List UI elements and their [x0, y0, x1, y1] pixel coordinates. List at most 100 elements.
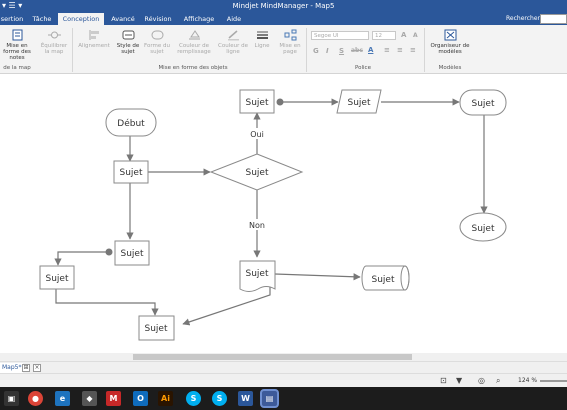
fill-color-icon — [188, 30, 200, 40]
node-sujet-cylinder[interactable]: Sujet — [361, 265, 410, 291]
alignment-label: Alignement — [78, 43, 110, 49]
bold-button[interactable]: G — [313, 47, 319, 55]
node-decision[interactable]: Sujet — [209, 153, 304, 191]
non-label-bg — [245, 219, 269, 230]
template-organizer-icon — [444, 29, 456, 41]
taskbar: ▣ ● e ◆ M O Ai S S W ▤ — [0, 387, 567, 410]
non-label: Non — [249, 221, 265, 230]
line-button[interactable]: Ligne — [251, 29, 273, 49]
zoom-slider[interactable] — [540, 380, 567, 382]
topic-shape-label: Forme du sujet — [144, 43, 170, 55]
tab-avance[interactable]: Avancé — [111, 15, 135, 23]
filter-icon[interactable]: ▼ — [456, 376, 463, 385]
layout-button[interactable]: Mise en page — [277, 29, 303, 55]
node-sujet-left[interactable]: Sujet — [39, 265, 75, 290]
new-sheet-icon[interactable]: ⊞ — [22, 364, 30, 372]
notes-format-button[interactable]: Mise en forme des notes — [0, 29, 34, 61]
outlook-icon[interactable]: O — [133, 391, 148, 406]
search-label: Rechercher — [506, 15, 540, 22]
strikethrough-button[interactable]: abc — [351, 47, 363, 54]
group-label-objects: Mise en forme des objets — [158, 65, 228, 71]
close-sheet-icon[interactable]: × — [33, 364, 41, 372]
skype-icon[interactable]: S — [186, 391, 201, 406]
font-name-select[interactable]: Segoe UI — [311, 31, 369, 40]
node-sujet-top[interactable]: Sujet — [239, 89, 275, 114]
balance-map-button[interactable]: Équilibrer la map — [39, 29, 69, 55]
horizontal-scrollbar[interactable] — [0, 353, 567, 361]
node-sujet-document[interactable]: Sujet — [239, 260, 276, 292]
node-sujet-bottom[interactable]: Sujet — [138, 315, 175, 341]
font-size-select[interactable]: 12 — [372, 31, 396, 40]
connectors — [54, 98, 488, 326]
fit-icon[interactable]: ⊡ — [440, 376, 447, 385]
focus-icon[interactable]: ⌕ — [496, 376, 501, 385]
tab-revision[interactable]: Révision — [144, 15, 172, 23]
illustrator-icon[interactable]: Ai — [158, 391, 173, 406]
node-sujet-2[interactable]: Sujet — [114, 240, 150, 266]
node-sujet-left-label: Sujet — [46, 274, 69, 284]
windows-start-icon[interactable]: ▣ — [4, 391, 19, 406]
chrome-icon[interactable]: ● — [28, 391, 43, 406]
topic-style-button[interactable]: Style de sujet — [113, 29, 143, 55]
template-organizer-label: Organiseur de modèles — [430, 43, 470, 55]
node-ellipse-bottom-label: Sujet — [472, 224, 495, 234]
node-sujet-1-label: Sujet — [120, 168, 143, 178]
group-label-map: de la map — [3, 65, 31, 71]
edge-doc-bottom[interactable] — [182, 287, 271, 326]
line-label: Ligne — [254, 43, 270, 49]
underline-button[interactable]: S — [339, 47, 345, 55]
template-organizer-button[interactable]: Organiseur de modèles — [430, 29, 470, 55]
italic-button[interactable]: I — [326, 47, 329, 55]
node-sujet-cyl-label: Sujet — [372, 275, 395, 285]
node-debut[interactable]: Début — [105, 108, 157, 137]
layout-icon — [284, 29, 296, 41]
tab-tache[interactable]: Tâche — [32, 15, 52, 23]
node-decision-label: Sujet — [246, 168, 269, 178]
font-shrink-button[interactable]: A — [413, 32, 418, 39]
tab-insertion[interactable]: sertion — [0, 15, 24, 23]
sheet-tab-map5[interactable]: Map5* — [0, 363, 24, 373]
edge-doc-cyl[interactable] — [274, 273, 361, 281]
scrollbar-thumb[interactable] — [133, 354, 412, 360]
node-ellipse-top[interactable]: Sujet — [459, 89, 507, 116]
window-title: Mindjet MindManager - Map5 — [232, 2, 335, 10]
font-grow-button[interactable]: A — [401, 31, 407, 39]
topic-style-icon — [122, 30, 134, 40]
node-debut-label: Début — [117, 118, 145, 129]
alignment-button[interactable]: Alignement — [77, 29, 111, 49]
status-bar: ⊡ ▼ ◎ ⌕ 124 % — [0, 373, 567, 387]
zoom-level: 124 % — [518, 377, 538, 384]
alignment-icon — [89, 30, 99, 40]
line-color-button[interactable]: Couleur de ligne — [217, 29, 249, 55]
tab-aide[interactable]: Aide — [226, 15, 242, 23]
quick-access-icon[interactable]: ▾ ☰ ▾ — [2, 1, 23, 10]
mindmanager-icon[interactable]: M — [106, 391, 121, 406]
node-sujet-parallelogram[interactable]: Sujet — [336, 89, 382, 114]
notes-format-label: Mise en forme des notes — [3, 43, 31, 61]
map-canvas[interactable]: Début Sujet Sujet Oui Non Sujet Sujet Su… — [0, 75, 567, 353]
align-center-icon[interactable]: ≡ — [397, 46, 403, 54]
layout-label: Mise en page — [279, 43, 301, 55]
group-label-templates: Modèles — [438, 65, 462, 71]
skype-business-icon[interactable]: S — [212, 391, 227, 406]
search-input[interactable] — [540, 14, 567, 24]
edge-icon[interactable]: e — [55, 391, 70, 406]
word-icon[interactable]: W — [238, 391, 253, 406]
group-separator — [72, 28, 73, 72]
view-icon[interactable]: ◎ — [478, 376, 485, 385]
mindjet-icon[interactable]: ▤ — [262, 391, 277, 406]
align-right-icon[interactable]: ≡ — [410, 46, 416, 54]
topic-shape-button[interactable]: Forme du sujet — [142, 29, 172, 55]
tab-affichage[interactable]: Affichage — [183, 15, 215, 23]
topic-style-label: Style de sujet — [116, 43, 140, 55]
node-ellipse-bottom[interactable]: Sujet — [459, 212, 507, 242]
app-icon[interactable]: ◆ — [82, 391, 97, 406]
font-color-icon[interactable]: A — [368, 46, 374, 54]
edge-left-bottom[interactable] — [55, 289, 159, 316]
sheet-tab-bar: Map5* ⊞ × — [0, 361, 567, 373]
edge-sujet2-left[interactable] — [54, 251, 109, 266]
tab-conception[interactable]: Conception — [58, 13, 104, 25]
align-left-icon[interactable]: ≡ — [384, 46, 390, 54]
node-sujet-1[interactable]: Sujet — [113, 160, 149, 184]
fill-color-button[interactable]: Couleur de remplissage — [173, 29, 215, 55]
